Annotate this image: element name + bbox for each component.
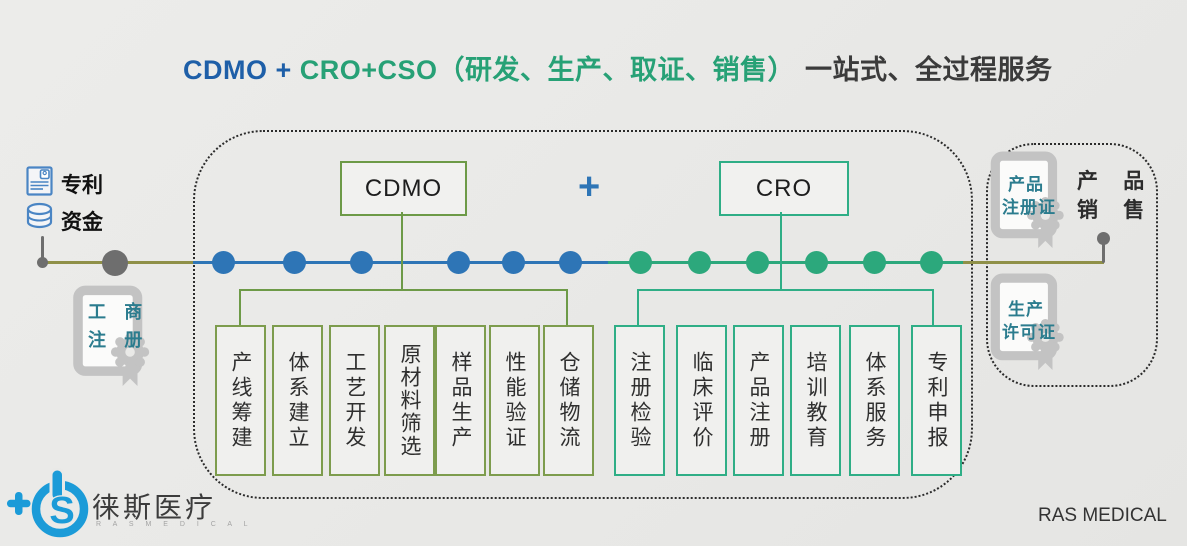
- patent-document-icon: [26, 166, 53, 196]
- cro-stem-line: [780, 212, 782, 290]
- title-cdmo-part: CDMO +: [183, 55, 300, 85]
- product-sales-label-line2: 销 售: [1077, 197, 1154, 222]
- cdmo-item-box: 仓储物流: [543, 325, 594, 476]
- cro-item-box: 临床评价: [676, 325, 727, 476]
- production-license-label-line1: 生产: [1008, 300, 1044, 320]
- funds-label: 资金: [61, 209, 103, 234]
- patent-label: 专利: [61, 172, 103, 197]
- business-license-badge-icon: [73, 285, 150, 386]
- cdmo-bracket-line: [239, 289, 568, 291]
- logo-company-name: 徕斯医疗: [92, 492, 217, 523]
- cro-item-box: 培训教育: [790, 325, 841, 476]
- cro-item-box: 注册检验: [614, 325, 665, 476]
- timeline-dot-blue: [212, 251, 235, 274]
- timeline-dot-blue: [283, 251, 306, 274]
- title-cro-part: CRO+CSO（研发、生产、取证、销售）: [299, 55, 796, 85]
- product-sales-label-line1: 产 品: [1077, 168, 1154, 193]
- start-node-stem: [41, 236, 44, 262]
- cdmo-stem-line: [401, 212, 403, 290]
- cro-item-box: 体系服务: [849, 325, 900, 476]
- cro-box: CRO: [719, 161, 849, 216]
- registration-node-dot: [102, 250, 128, 276]
- svg-text:S: S: [49, 490, 74, 532]
- plus-sign: +: [578, 166, 601, 208]
- logo-subtitle: R A S M E D I C A L: [96, 521, 253, 528]
- timeline-dot-green: [746, 251, 769, 274]
- product-registration-cert-icon: [990, 151, 1064, 248]
- page-title: CDMO + CRO+CSO（研发、生产、取证、销售） 一站式、全过程服务: [183, 48, 1053, 87]
- business-registration-label-line1: 工 商: [88, 302, 149, 323]
- cdmo-item-box: 工艺开发: [329, 325, 380, 476]
- cdmo-item-box: 性能验证: [489, 325, 540, 476]
- cdmo-box: CDMO: [340, 161, 467, 216]
- cro-item-box: 专利申报: [911, 325, 962, 476]
- cdmo-bracket-drop-right: [566, 289, 568, 325]
- timeline-dot-green: [863, 251, 886, 274]
- timeline-dot-green: [688, 251, 711, 274]
- timeline-segment-olive-right: [963, 261, 1104, 264]
- sales-node-dot: [1097, 232, 1110, 245]
- brand-text: RAS MEDICAL: [1038, 505, 1167, 526]
- cro-bracket-line: [637, 289, 934, 291]
- cro-item-box: 产品注册: [733, 325, 784, 476]
- production-license-cert-icon: [990, 273, 1064, 370]
- timeline-segment-blue-cdmo: [193, 261, 608, 264]
- timeline-dot-blue: [559, 251, 582, 274]
- timeline-dot-green: [805, 251, 828, 274]
- product-cert-label-line2: 注册证: [1002, 198, 1056, 218]
- timeline-segment-green-cro: [608, 261, 963, 264]
- cdmo-bracket-drop-left: [239, 289, 241, 325]
- title-service-part: 一站式、全过程服务: [805, 55, 1053, 85]
- business-registration-label-line2: 注 册: [88, 330, 149, 351]
- start-node-dot: [37, 257, 48, 268]
- production-license-label-line2: 许可证: [1002, 323, 1056, 343]
- cro-bracket-drop-right: [932, 289, 934, 325]
- cdmo-item-box: 体系建立: [272, 325, 323, 476]
- timeline-dot-blue: [502, 251, 525, 274]
- outcome-dashed-frame: [986, 143, 1158, 387]
- product-cert-label-line1: 产品: [1008, 175, 1044, 195]
- timeline-dot-green: [920, 251, 943, 274]
- cdmo-item-box: 原材料筛选: [384, 325, 435, 476]
- timeline-dot-green: [629, 251, 652, 274]
- cdmo-item-box: 产线筹建: [215, 325, 266, 476]
- timeline-dot-blue: [447, 251, 470, 274]
- timeline-dot-blue: [350, 251, 373, 274]
- funds-coins-icon: [26, 202, 53, 229]
- ras-medical-logo-icon: S: [7, 467, 89, 538]
- main-process-dashed-frame: [193, 130, 973, 499]
- sales-node-stem: [1102, 239, 1105, 263]
- cro-bracket-drop-left: [637, 289, 639, 325]
- cdmo-item-box: 样品生产: [435, 325, 486, 476]
